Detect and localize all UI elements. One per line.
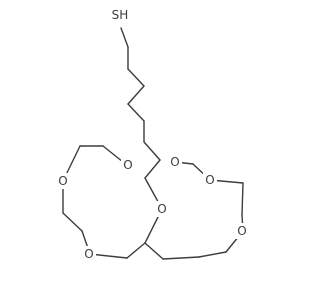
ether-oxygen: O [203,172,217,188]
bond [62,212,83,232]
bond [144,159,161,179]
thiol-sulfur-label: SH [112,8,129,22]
bond [162,256,200,260]
ether-oxygen: O [121,157,135,173]
ether-oxygen: O [56,173,70,189]
thiol-group: SH [109,7,131,23]
ether-oxygen: O [168,154,182,170]
bond [144,242,164,260]
bond [143,141,161,161]
atom-layer: SH O O O O O O O [56,7,249,262]
bond [127,103,145,122]
bond [198,251,227,258]
bond-layer [62,27,244,260]
ether-oxygen-label: O [123,158,132,172]
ether-oxygen: O [235,223,249,239]
ether-oxygen-label: O [84,247,93,261]
bond [126,242,146,259]
ether-oxygen-label: O [237,224,246,238]
bond [127,85,145,105]
ether-oxygen: O [82,246,96,262]
molecule-structure: SH O O O O O O O [56,7,249,262]
bond [127,68,145,87]
bond [89,253,128,259]
ether-oxygen-label: O [205,173,214,187]
ether-oxygen-label: O [170,155,179,169]
bond [241,182,244,216]
ether-oxygen-label: O [157,202,166,216]
ether-oxygen-label: O [58,174,67,188]
ether-oxygen: O [155,201,169,217]
bond [120,27,129,48]
